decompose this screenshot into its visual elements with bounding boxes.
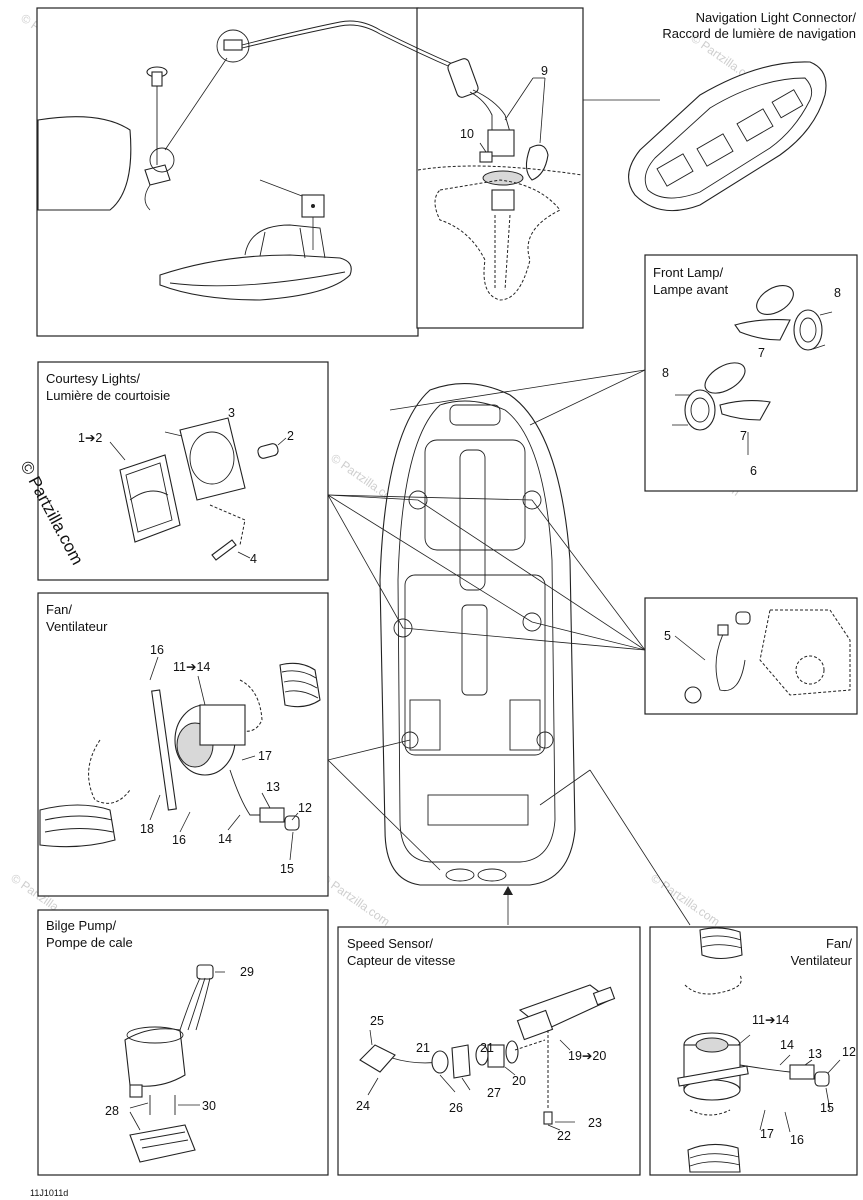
callout-25: 25 [370,1014,384,1028]
front-lamp-title-en: Front Lamp/ [653,265,723,280]
callout-16-r: 16 [790,1133,804,1147]
callout-11-14-r: 11➔14 [752,1013,789,1027]
callout-16-b: 16 [172,833,186,847]
callout-11-14: 11➔14 [173,660,210,674]
nav-title-en: Navigation Light Connector/ [696,10,857,25]
callout-28: 28 [105,1104,119,1118]
speed-title-fr: Capteur de vitesse [347,953,455,968]
callout-27: 27 [487,1086,501,1100]
callout-30: 30 [202,1099,216,1113]
callout-17: 17 [258,749,272,763]
callout-10: 10 [460,127,474,141]
speed-sensor-panel: Speed Sensor/ Capteur de vitesse 25 21 2… [337,926,641,1176]
callout-9: 9 [541,64,548,78]
speed-title-en: Speed Sensor/ [347,936,433,951]
fan-left-panel: Fan/ Ventilateur 16 11➔14 17 13 12 18 16… [37,592,329,897]
callout-6: 6 [750,464,757,478]
callout-19-20: 19➔20 [568,1049,606,1063]
callout-21-b: 21 [480,1041,494,1055]
callout-18: 18 [140,822,154,836]
callout-22: 22 [557,1129,571,1143]
callout-24: 24 [356,1099,370,1113]
courtesy-title-en: Courtesy Lights/ [46,371,140,386]
callout-2: 2 [287,429,294,443]
callout-13: 13 [266,780,280,794]
callout-1-2: 1➔2 [78,431,102,445]
deck-view [327,369,691,926]
callout-29: 29 [240,965,254,979]
callout-4: 4 [250,552,257,566]
callout-16-a: 16 [150,643,164,657]
courtesy-title-fr: Lumière de courtoisie [46,388,170,403]
nav-title-deck: Navigation Light Connector/ Raccord de l… [583,10,857,212]
callout-21-a: 21 [416,1041,430,1055]
callout-14: 14 [218,832,232,846]
bilge-panel: Bilge Pump/ Pompe de cale 29 28 30 [37,909,329,1176]
callout-12-r: 12 [842,1045,856,1059]
fan-right-title-en: Fan/ [826,936,852,951]
callout-8-b: 8 [662,366,669,380]
watermark-7: © Partzilla.com [318,871,392,929]
nav-title-fr: Raccord de lumière de navigation [662,26,856,41]
callout-8-a: 8 [834,286,841,300]
callout-20: 20 [512,1074,526,1088]
callout-26: 26 [449,1101,463,1115]
front-lamp-panel: Front Lamp/ Lampe avant 8 7 8 7 6 [644,254,858,492]
figure-code: 11J1011d [30,1188,68,1198]
callout-3: 3 [228,406,235,420]
fan-left-title-fr: Ventilateur [46,619,108,634]
callout-17-r: 17 [760,1127,774,1141]
callout-15-r: 15 [820,1101,834,1115]
fan-right-title-fr: Ventilateur [791,953,853,968]
watermark-8: © Partzilla.com [648,871,722,929]
callout-15: 15 [280,862,294,876]
nav-light-panel: 9 10 [36,7,584,337]
courtesy-panel: Courtesy Lights/ Lumière de courtoisie 3… [37,361,329,581]
callout-14-r: 14 [780,1038,794,1052]
callout-13-r: 13 [808,1047,822,1061]
callout-7-a: 7 [758,346,765,360]
callout-12: 12 [298,801,312,815]
callout-23: 23 [588,1116,602,1130]
fan-left-title-en: Fan/ [46,602,72,617]
callout-7-b: 7 [740,429,747,443]
bilge-title-en: Bilge Pump/ [46,918,116,933]
bilge-title-fr: Pompe de cale [46,935,133,950]
fan-right-panel: Fan/ Ventilateur 11➔14 14 13 12 17 16 15 [649,926,858,1176]
callout-5: 5 [664,629,671,643]
front-lamp-title-fr: Lampe avant [653,282,729,297]
connector-panel: 5 [644,597,858,715]
